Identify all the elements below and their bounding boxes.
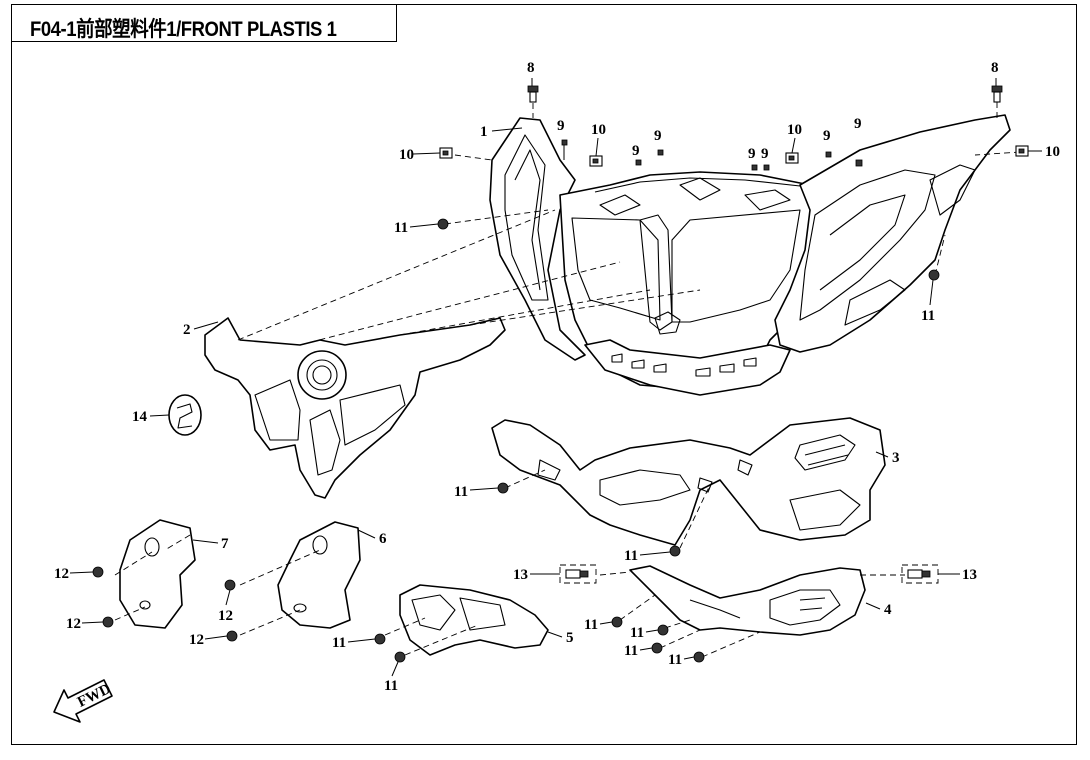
part-1-front-fascia [489, 114, 1011, 396]
callout-12-c: 12 [218, 608, 233, 624]
callout-9-b: 9 [632, 143, 640, 159]
callout-7: 7 [221, 536, 229, 552]
callout-9-d: 9 [748, 146, 756, 162]
bolt-11-e [611, 616, 623, 628]
callout-11-i: 11 [332, 635, 346, 651]
clip-10-d [1015, 145, 1029, 157]
page-title: F04-1前部塑料件1/FRONT PLASTIS 1 [30, 18, 337, 41]
part-3-inner-fender [491, 417, 886, 546]
screw-9-f [825, 151, 832, 158]
callouts: 1 2 3 4 5 6 7 8 8 9 9 9 9 9 9 9 9 10 10 … [54, 60, 1060, 694]
part-4-lower-bracket [629, 565, 866, 636]
part-6-side-cover [277, 521, 361, 629]
bolt-11-d [669, 545, 681, 557]
rivet-8-right [991, 85, 1003, 103]
callout-6: 6 [379, 531, 387, 547]
drawing-frame [11, 4, 1077, 745]
rivet-8-left [527, 85, 539, 103]
callout-10-a: 10 [399, 147, 414, 163]
callout-11-h: 11 [668, 652, 682, 668]
screw-9-g [855, 159, 863, 167]
screw-9-e [763, 164, 770, 171]
callout-10-b: 10 [591, 122, 606, 138]
part-5-air-duct [399, 584, 549, 656]
callout-9-f: 9 [823, 128, 831, 144]
bolt-11-c [497, 482, 509, 494]
callout-13-right: 13 [962, 567, 977, 583]
callout-14: 14 [132, 409, 148, 425]
part-14-badge [168, 394, 202, 436]
part-7-side-cover [119, 519, 196, 629]
fwd-arrow-icon: FWD [53, 679, 114, 723]
screw-9-d [751, 164, 758, 171]
bolt-11-j [394, 651, 406, 663]
callout-11-f: 11 [630, 625, 644, 641]
bolt-11-a [437, 218, 449, 230]
callout-9-a: 9 [557, 118, 565, 134]
bolt-11-f [657, 624, 669, 636]
leader-lines [69, 78, 1042, 677]
callout-11-a: 11 [394, 220, 408, 236]
bolt-12-c [224, 579, 236, 591]
bolt-11-i [374, 633, 386, 645]
callout-11-e: 11 [584, 617, 598, 633]
callout-10-d: 10 [1045, 144, 1060, 160]
callout-9-g: 9 [854, 116, 862, 132]
callout-1: 1 [480, 124, 488, 140]
callout-9-c: 9 [654, 128, 662, 144]
alignment-lines [114, 102, 1021, 658]
callout-11-g: 11 [624, 643, 638, 659]
bolt-11-b [928, 269, 940, 281]
callout-5: 5 [566, 630, 574, 646]
clip-10-c [785, 152, 799, 164]
callout-8-right: 8 [991, 60, 999, 76]
callout-11-j: 11 [384, 678, 398, 694]
bolt-12-b [102, 616, 114, 628]
screw-9-c [657, 149, 664, 156]
callout-10-c: 10 [787, 122, 802, 138]
screw-9-b [635, 159, 642, 166]
callout-4: 4 [884, 602, 892, 618]
callout-11-c: 11 [454, 484, 468, 500]
callout-3: 3 [892, 450, 900, 466]
callout-12-d: 12 [189, 632, 204, 648]
fastener-13-left [565, 569, 589, 579]
bolt-12-a [92, 566, 104, 578]
callout-13-left: 13 [513, 567, 528, 583]
part-2-nose-cover [204, 317, 506, 499]
callout-11-d: 11 [624, 548, 638, 564]
fastener-13-right [907, 569, 931, 579]
clip-10-a [439, 147, 453, 159]
callout-8-left: 8 [527, 60, 535, 76]
callout-2: 2 [183, 322, 191, 338]
bolt-12-d [226, 630, 238, 642]
callout-12-a: 12 [54, 566, 69, 582]
bolt-11-h [693, 651, 705, 663]
callout-9-e: 9 [761, 146, 769, 162]
callout-11-b: 11 [921, 308, 935, 324]
clip-10-b [589, 155, 603, 167]
bolt-11-g [651, 642, 663, 654]
screw-9-a [561, 139, 568, 160]
title-box: F04-1前部塑料件1/FRONT PLASTIS 1 [11, 4, 397, 42]
callout-12-b: 12 [66, 616, 81, 632]
